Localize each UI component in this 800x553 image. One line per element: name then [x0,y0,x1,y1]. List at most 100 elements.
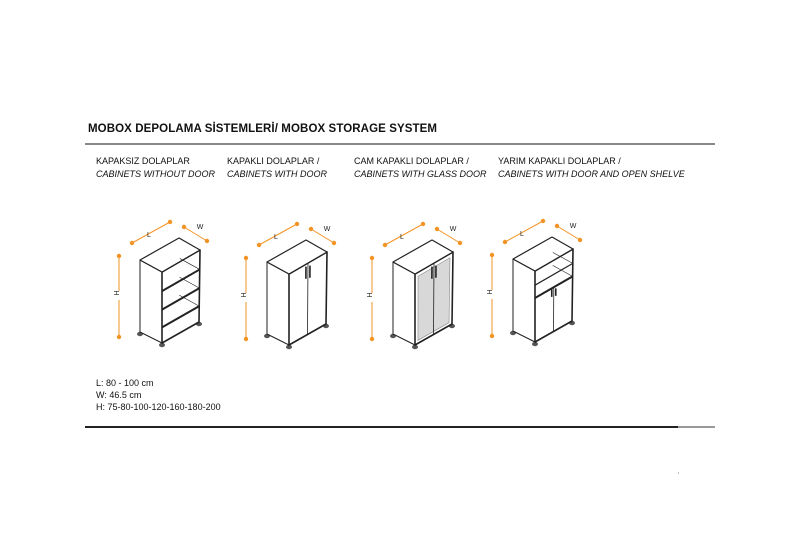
cabinet-side [392,261,416,346]
cabinet-glass: L W H [367,221,463,350]
dimension-w-dot [577,237,583,243]
category-label-en: CABINETS WITH DOOR [227,169,328,179]
dimension-l-dot [382,242,388,248]
shelf-back-edge [179,258,200,270]
dimension-w-label: W [450,226,457,233]
dimension-h-dot [489,252,495,258]
dimension-h-gap [488,290,496,299]
cabinet-top [139,237,201,273]
dimension-l-dot [420,221,426,227]
page-title: MOBOX DEPOLAMA SİSTEMLERİ/ MOBOX STORAGE… [88,123,438,135]
dimension-l-label: L [274,234,278,241]
dimension-w-dot [554,223,560,229]
dimension-l-label: L [147,232,151,239]
dimension-h-dot [243,336,249,342]
dimension-h-gap [242,293,250,302]
dimension-l-dot [129,240,135,246]
spec-length: L: 80 - 100 cm [96,378,154,388]
specifications: L: 80 - 100 cm W: 46.5 cm H: 75-80-100-1… [96,377,221,413]
dimension-w-dot [204,238,210,244]
cabinet-top [392,239,454,275]
dimension-h: H [114,253,123,340]
category-glass: CAM KAPAKLI DOLAPLAR / CABINETS WITH GLA… [354,155,487,181]
dimension-h-dot [116,253,122,259]
dimension-h-label: H [487,289,494,294]
dimension-w-dot [457,240,463,246]
spec-height: H: 75-80-100-120-160-180-200 [96,402,221,412]
dimension-l-line [504,220,544,243]
dimension-h-gap [115,291,123,300]
dimension-w-label: W [570,223,577,230]
category-label-en: CABINETS WITH GLASS DOOR [354,169,487,179]
cabinet-side [266,261,290,346]
spec-width: W: 46.5 cm [96,390,142,400]
bottom-divider [85,426,678,428]
dimension-w-dot [331,240,337,246]
dimension-l-dot [294,221,300,227]
dimension-w-line [556,225,581,241]
dimension-h: H [367,255,376,342]
shelf [161,305,200,329]
dimension-h-label: H [114,290,121,295]
category-label-en: CABINETS WITH DOOR AND OPEN SHELVE [498,169,685,179]
dimension-h-gap [368,293,376,302]
dimension-l-dot [256,242,262,248]
dimension-h-dot [369,255,375,261]
dimension-l-dot [502,239,508,245]
dimension-w-line [310,228,335,244]
dimension-w-dot [434,226,440,232]
dimension-h: H [241,255,250,342]
dimension-h-dot [243,255,249,261]
dimension-w-line [436,228,461,244]
cabinet-open: L W H [114,219,210,348]
shelf-back-edge [552,265,573,277]
dimension-h-label: H [241,292,248,297]
dimension-l-label: L [520,231,524,238]
shelf-back-edge [179,294,200,307]
cabinet-half: L W H [487,218,583,347]
dimension-h: H [487,252,496,339]
cabinet-top [266,239,328,275]
dimension-l-label: L [400,234,404,241]
dimension-l-dot [540,218,546,224]
dimension-h-dot [489,333,495,339]
speck [678,472,679,474]
door-split [433,262,435,335]
foot-front-left [532,341,538,347]
dimension-w-label: W [324,226,331,233]
shelf [534,262,574,286]
title-divider [85,143,715,145]
shelf [161,268,201,293]
foot-front-left [159,342,165,348]
category-door: KAPAKLI DOLAPLAR / CABINETS WITH DOOR [227,155,327,181]
dimension-h-dot [369,336,375,342]
dimension-w-line [183,226,208,242]
cabinet-side [512,258,536,343]
dimension-l-dot [167,219,173,225]
category-label-tr: KAPAKSIZ DOLAPLAR [96,156,190,166]
cabinet-top [512,236,574,272]
shelf-back-edge [552,252,573,264]
dimension-w-dot [308,226,314,232]
foot-front-left [286,344,292,350]
door-split [307,262,309,335]
category-half: YARIM KAPAKLI DOLAPLAR / CABINETS WITH D… [498,155,685,181]
cabinet-side [139,259,163,344]
category-open: KAPAKSIZ DOLAPLAR CABINETS WITHOUT DOOR [96,155,215,181]
dimension-w-label: W [197,224,204,231]
category-label-tr: KAPAKLI DOLAPLAR / [227,156,320,166]
foot-front-left [412,344,418,350]
category-label-tr: CAM KAPAKLI DOLAPLAR / [354,156,469,166]
dimension-l-line [131,221,171,244]
dimension-w-dot [181,224,187,230]
dimension-l-line [258,223,298,246]
shelf [161,287,200,311]
dimension-h-dot [116,334,122,340]
bottom-divider-end [678,426,715,428]
category-label-en: CABINETS WITHOUT DOOR [96,169,215,179]
dimension-h-label: H [367,292,374,297]
shelf-back-edge [179,276,200,289]
dimension-l-line [384,223,424,246]
cabinet-door: L W H [241,221,337,350]
